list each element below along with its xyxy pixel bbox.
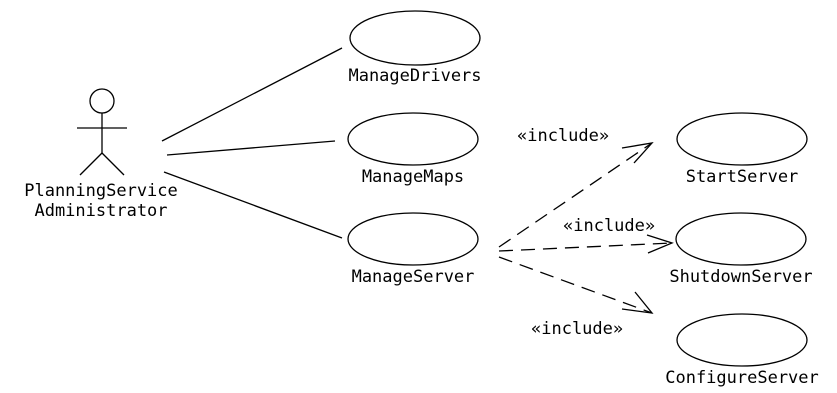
usecase-shutdownserver-label: ShutdownServer bbox=[669, 267, 813, 287]
include-configureserver-label: «include» bbox=[531, 319, 624, 339]
usecase-managedrivers-label: ManageDrivers bbox=[348, 66, 482, 86]
association-managedrivers bbox=[161, 47, 343, 142]
usecase-shutdownserver-ellipse bbox=[675, 212, 807, 266]
actor-head bbox=[89, 88, 115, 114]
actor-figure bbox=[77, 88, 127, 176]
include-startserver-label: «include» bbox=[517, 126, 610, 146]
usecase-startserver-label: StartServer bbox=[685, 167, 799, 187]
usecase-managedrivers-ellipse bbox=[349, 10, 481, 66]
include-startserver-line bbox=[498, 142, 653, 248]
include-shutdownserver-arrowhead bbox=[646, 234, 674, 254]
usecase-configureserver-label: ConfigureServer bbox=[665, 368, 819, 388]
usecase-managemaps-label: ManageMaps bbox=[361, 167, 465, 187]
actor-name-line1: PlanningService bbox=[24, 181, 178, 201]
include-shutdownserver-label: «include» bbox=[563, 216, 656, 236]
include-startserver-arrowhead bbox=[621, 142, 654, 164]
usecase-configureserver-ellipse bbox=[676, 313, 808, 367]
association-manageserver bbox=[163, 171, 343, 239]
include-shutdownserver-line bbox=[498, 242, 673, 252]
actor-left-leg bbox=[79, 152, 103, 176]
usecase-startserver-ellipse bbox=[676, 112, 808, 166]
actor-name-line2: Administrator bbox=[34, 201, 168, 221]
usecase-manageserver-ellipse bbox=[347, 212, 479, 266]
usecase-manageserver-label: ManageServer bbox=[351, 267, 475, 287]
include-configureserver-line bbox=[498, 256, 653, 314]
include-configureserver-arrowhead bbox=[621, 291, 654, 314]
association-managemaps bbox=[166, 140, 336, 156]
actor-right-leg bbox=[101, 152, 125, 176]
usecase-managemaps-ellipse bbox=[347, 112, 479, 166]
